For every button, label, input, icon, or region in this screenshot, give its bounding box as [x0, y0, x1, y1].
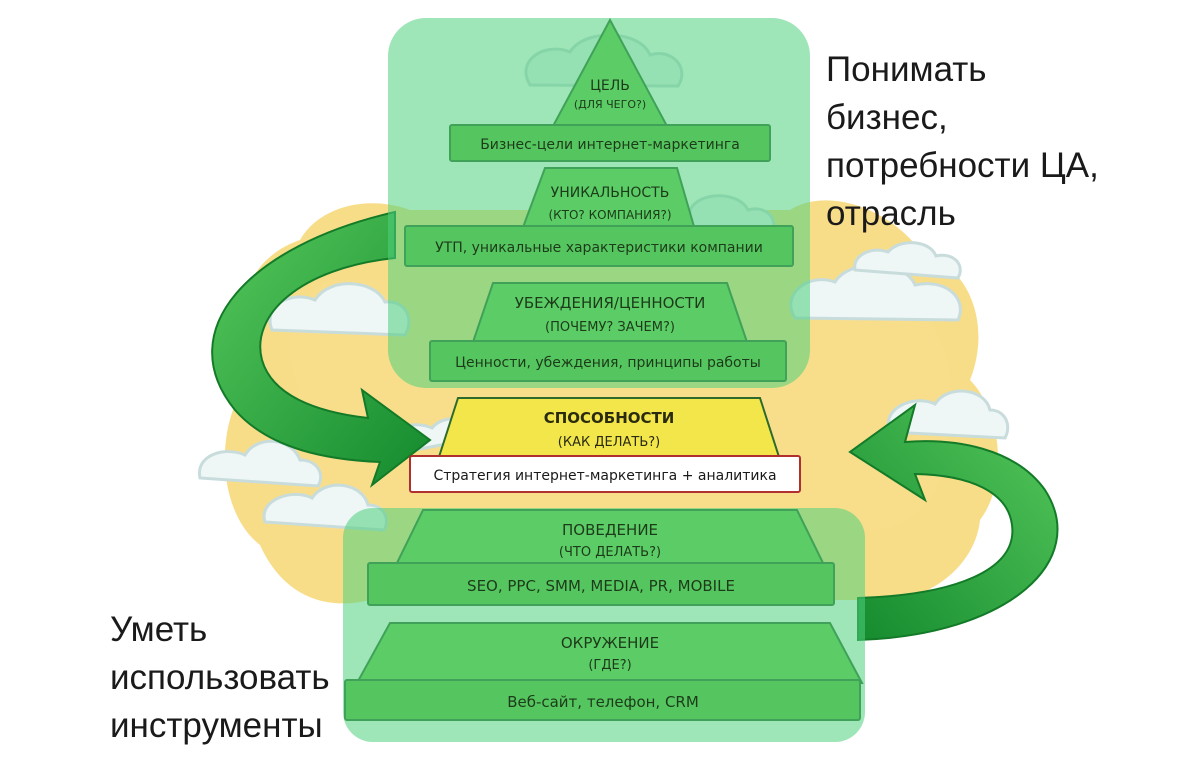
cloud	[886, 389, 1010, 440]
level-behavior-title: ПОВЕДЕНИЕ	[562, 521, 658, 539]
level-abilities-title: СПОСОБНОСТИ	[544, 409, 675, 427]
level-environment-title: ОКРУЖЕНИЕ	[561, 634, 659, 652]
level-uniqueness-question: (КТО? КОМПАНИЯ?)	[548, 208, 671, 222]
level-goal-question: (ДЛЯ ЧЕГО?)	[574, 98, 646, 111]
level-goal-band-text: Бизнес-цели интернет-маркетинга	[480, 137, 740, 153]
cloud	[853, 241, 962, 280]
left-arrow-icon	[211, 210, 432, 488]
level-abilities-band	[409, 455, 801, 493]
level-behavior-band-text: SEO, PPC, SMM, MEDIA, PR, MOBILE	[467, 577, 735, 595]
level-beliefs-question: (ПОЧЕМУ? ЗАЧЕМ?)	[545, 320, 675, 335]
level-uniqueness-title: УНИКАЛЬНОСТЬ	[551, 185, 670, 201]
right-caption-line: отрасль	[826, 194, 956, 233]
level-goal-title: ЦЕЛЬ	[590, 78, 630, 94]
level-behavior-question: (ЧТО ДЕЛАТЬ?)	[559, 545, 661, 560]
right-caption-line: Понимать	[826, 50, 987, 89]
highlight-box-bottom	[343, 508, 865, 742]
left-caption-line: Уметь	[110, 610, 208, 649]
level-abilities-band-text: Стратегия интернет-маркетинга + аналитик…	[433, 468, 776, 484]
highlight-box-top	[388, 18, 810, 388]
level-beliefs-band-text: Ценности, убеждения, принципы работы	[455, 355, 761, 371]
level-beliefs-title: УБЕЖДЕНИЯ/ЦЕННОСТИ	[515, 294, 706, 312]
right-arrow-icon	[848, 402, 1059, 642]
level-environment-question: (ГДЕ?)	[588, 658, 631, 673]
left-caption-line: использовать	[110, 658, 330, 697]
level-uniqueness-band-text: УТП, уникальные характеристики компании	[435, 240, 763, 256]
level-abilities-question: (КАК ДЕЛАТЬ?)	[558, 435, 660, 450]
level-environment-band-text: Веб-сайт, телефон, CRM	[507, 693, 699, 711]
level-abilities-trapezoid	[436, 397, 782, 461]
cloud	[198, 439, 323, 488]
left-caption: Уметь использовать инструменты	[110, 606, 330, 750]
right-caption-line: бизнес,	[826, 98, 948, 137]
right-caption-line: потребности ЦА,	[826, 146, 1099, 185]
right-caption: Понимать бизнес, потребности ЦА, отрасль	[826, 46, 1099, 238]
left-caption-line: инструменты	[110, 706, 323, 745]
